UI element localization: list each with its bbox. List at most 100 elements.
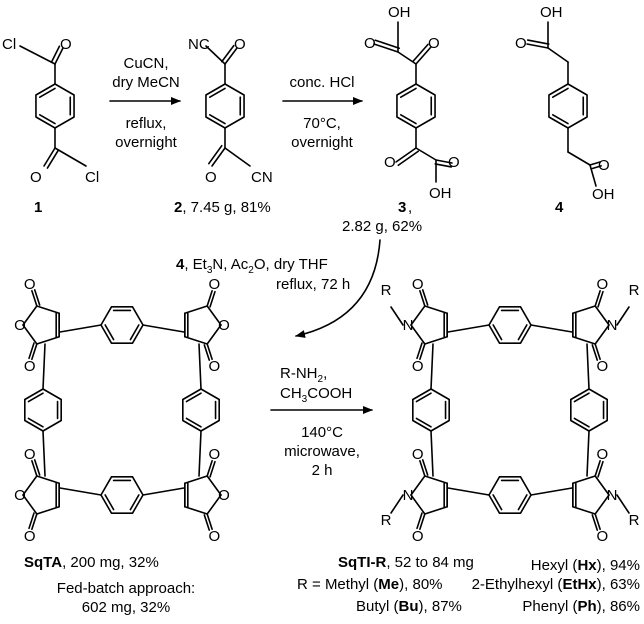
aromatic-bond	[38, 87, 56, 98]
double-bond	[374, 39, 401, 50]
compound-3-yield: 2.82 g, 62%	[342, 218, 422, 235]
compound-3-number: 3	[398, 199, 406, 216]
atom-oh: OH	[592, 186, 615, 203]
atom-o: O	[60, 36, 72, 53]
double-bond	[594, 459, 601, 477]
ring-bond	[22, 305, 38, 326]
ring-bond	[572, 305, 596, 315]
double-bond	[435, 159, 453, 164]
double-bond	[416, 512, 423, 530]
step4-condition-line: 2 h	[312, 462, 333, 479]
aromatic-bond	[399, 114, 417, 125]
aromatic-bond	[208, 87, 226, 98]
ring-bond	[206, 324, 222, 345]
step4-condition-line: 140°C	[301, 424, 343, 441]
ring-bond	[410, 494, 426, 515]
ring-bond	[424, 335, 448, 345]
double-bond	[594, 289, 601, 307]
ring-bond	[424, 305, 448, 315]
ring-bond	[184, 335, 208, 345]
ring-bond	[594, 475, 610, 496]
bond	[19, 45, 56, 65]
ring-bond	[572, 505, 596, 515]
atom-r: R	[629, 282, 640, 299]
atom-o: O	[218, 487, 230, 504]
ring-bond	[22, 475, 38, 496]
atom-o: O	[412, 276, 424, 293]
double-bond	[590, 165, 602, 170]
compound-4-structure	[526, 21, 602, 187]
atom-n: N	[607, 487, 618, 504]
double-bond	[397, 150, 420, 167]
aromatic-bond	[517, 324, 528, 341]
bond	[224, 147, 251, 167]
bond	[198, 430, 202, 477]
bond	[567, 151, 591, 166]
aromatic-bond	[27, 392, 44, 403]
atom-o: O	[412, 528, 424, 545]
atom-o: O	[596, 446, 608, 463]
ring-bond	[594, 305, 610, 326]
ring-bond	[410, 475, 426, 496]
sqti-yield: , 52 to 84 mg	[386, 554, 474, 571]
atom-cl: Cl	[2, 36, 16, 53]
benzene-ring	[24, 388, 62, 432]
atom-o: O	[208, 528, 220, 545]
double-bond	[594, 343, 601, 361]
double-bond	[46, 149, 60, 169]
aromatic-bond	[573, 392, 590, 403]
bond	[430, 430, 434, 477]
atom-oh: OH	[540, 4, 563, 21]
double-bond	[421, 459, 429, 476]
atom-o: O	[205, 169, 217, 186]
bond	[447, 487, 490, 496]
atom-n: N	[403, 487, 414, 504]
atom-o: O	[596, 276, 608, 293]
atom-oh: OH	[388, 4, 411, 21]
bond	[530, 487, 573, 496]
compound-1-number: 1	[34, 199, 42, 216]
benzene-ring	[182, 388, 220, 432]
ring-bond	[184, 505, 208, 515]
double-bond	[526, 43, 549, 49]
double-bond	[50, 45, 61, 64]
double-bond	[33, 289, 41, 306]
atom-o: O	[234, 36, 246, 53]
ring-bond	[424, 475, 448, 485]
compound-2-number: 2	[174, 199, 182, 216]
step3-condition-line: reflux, 72 h	[276, 276, 350, 293]
bond	[547, 47, 569, 63]
aromatic-bond	[129, 324, 140, 341]
bond	[54, 147, 87, 167]
sqta-label: SqTA, 200 mg, 32%	[24, 554, 159, 571]
double-bond	[434, 163, 453, 168]
atom-o: O	[208, 446, 220, 463]
atom-n: N	[403, 317, 414, 334]
atom-o: O	[412, 358, 424, 375]
atom-o: O	[30, 169, 42, 186]
aromatic-bond	[517, 494, 528, 511]
substituent-hexyl: Hexyl (Hx), 94%	[531, 557, 640, 574]
aromatic-bond	[492, 494, 503, 511]
sqta-fed-batch-line: 602 mg, 32%	[82, 599, 170, 616]
ring-bond	[572, 335, 596, 345]
atom-r: R	[381, 512, 392, 529]
ring-bond	[594, 324, 610, 345]
ring-bond	[594, 494, 610, 515]
aromatic-bond	[492, 324, 503, 341]
aromatic-bond	[399, 87, 417, 98]
double-bond	[31, 343, 38, 361]
bond	[586, 343, 590, 390]
benzene-ring	[100, 476, 144, 514]
double-bond	[31, 289, 38, 307]
compound-3-comma: ,	[408, 199, 412, 216]
bond	[415, 147, 437, 161]
step4-condition-line: microwave,	[284, 443, 360, 460]
double-bond	[28, 342, 35, 360]
substituent-ethylhexyl: 2-Ethylhexyl (EtHx), 63%	[472, 576, 640, 593]
double-bond	[206, 513, 213, 531]
sqta-name: SqTA	[24, 554, 62, 571]
